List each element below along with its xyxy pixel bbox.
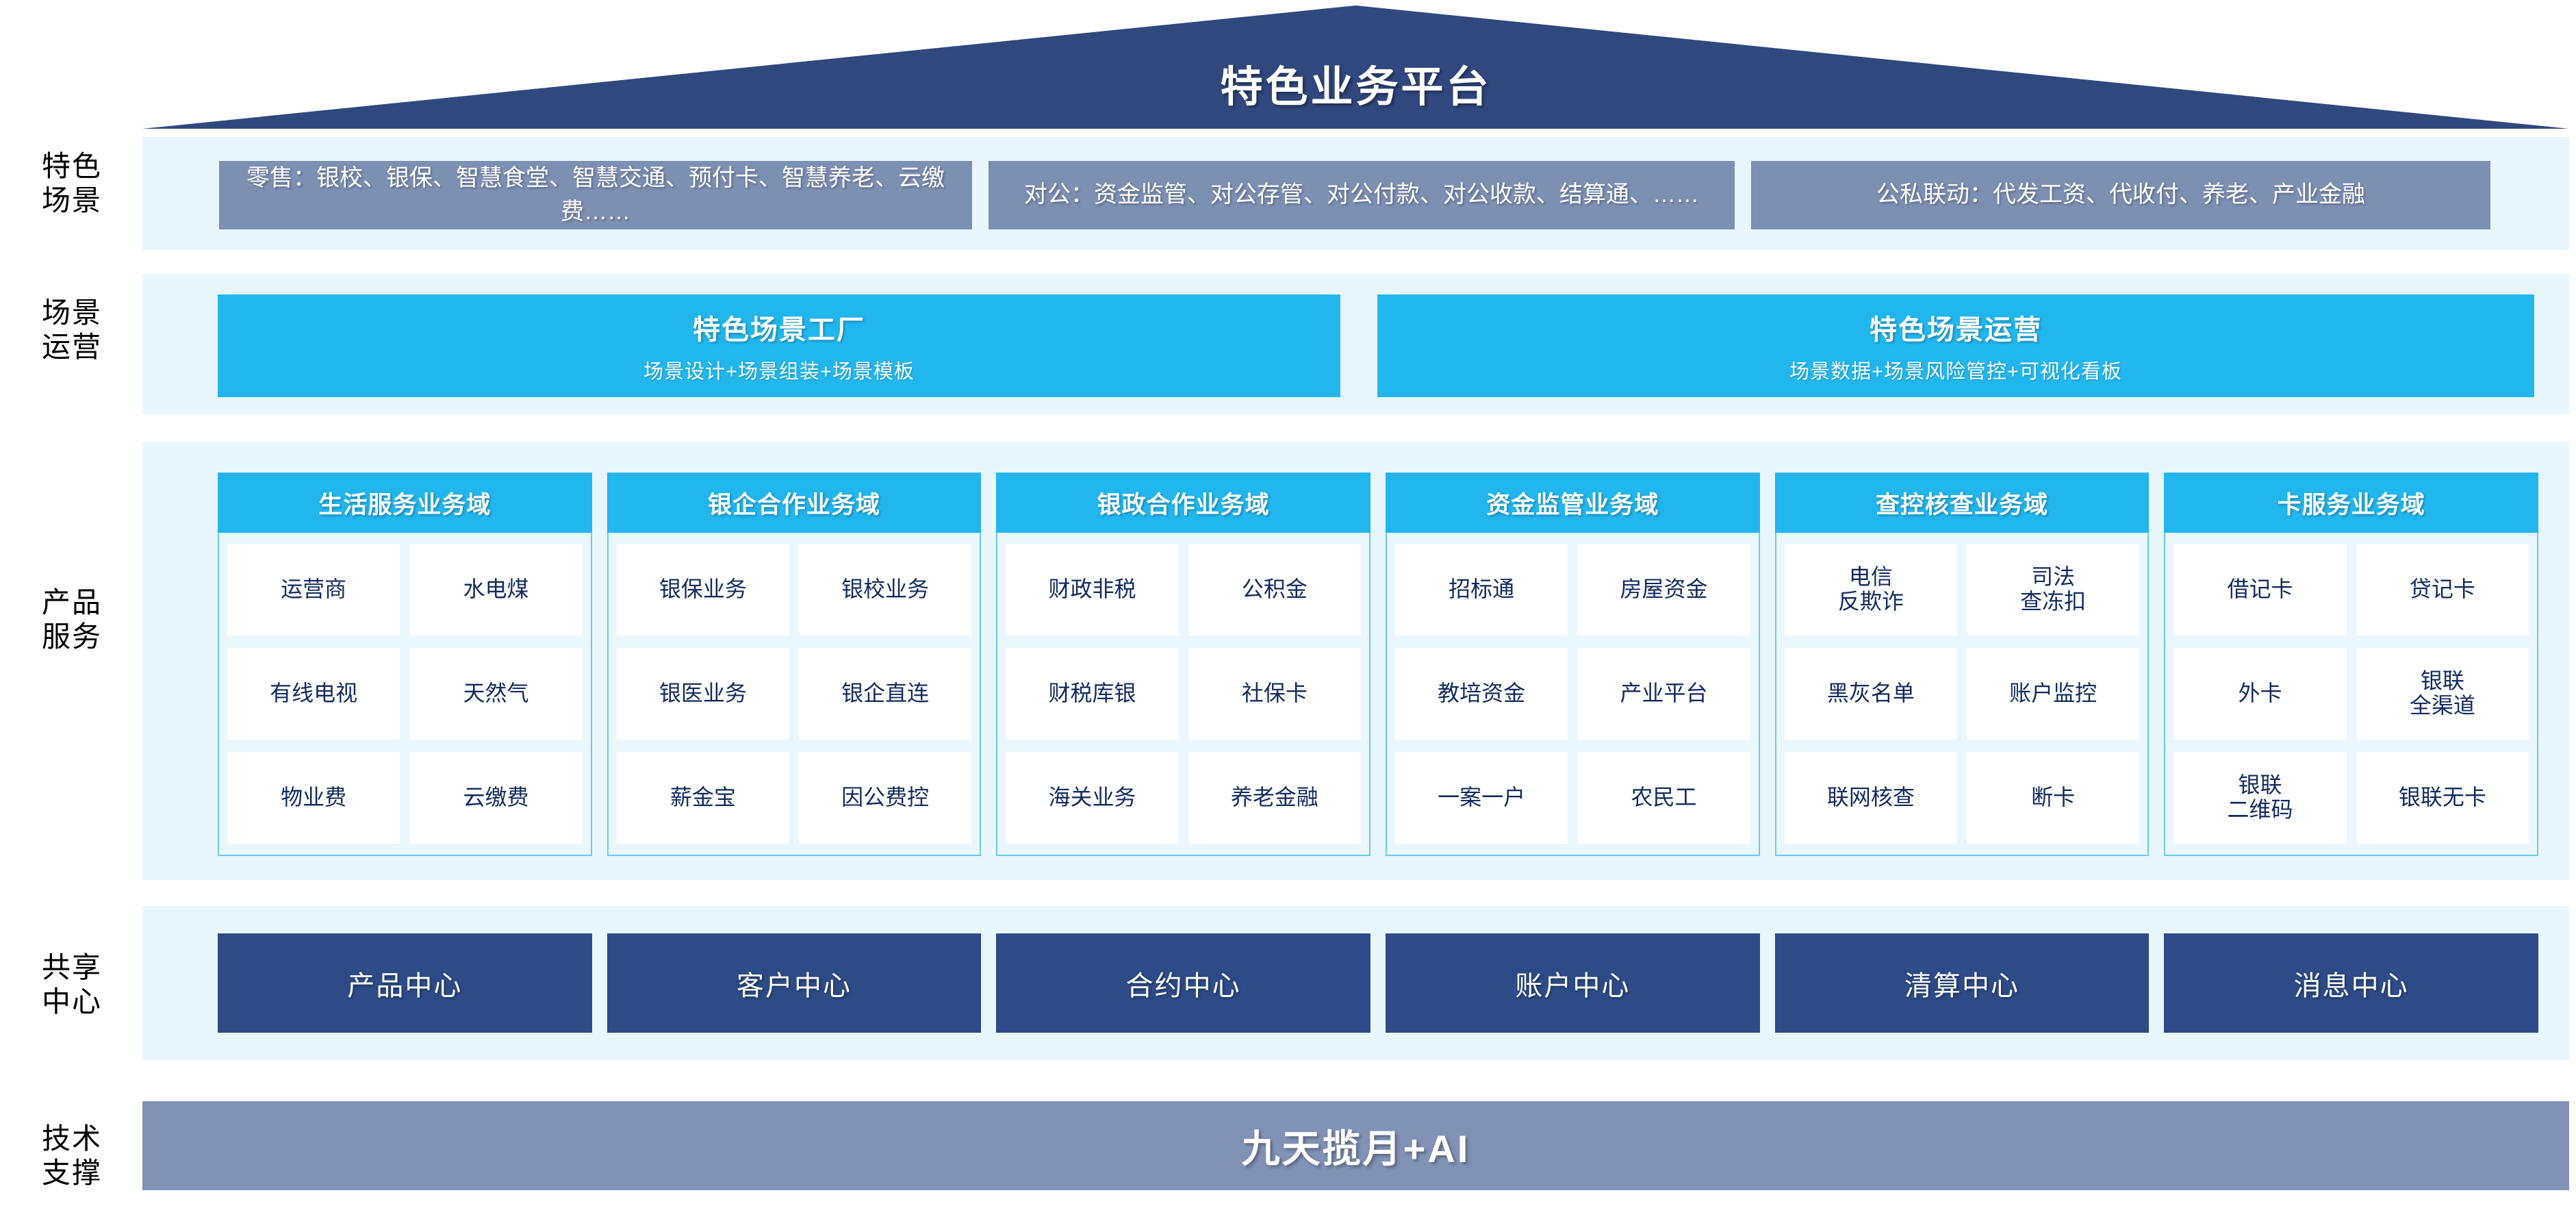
domain-title: 生活服务业务域 xyxy=(218,473,592,533)
domain-cards: 生活服务业务域 运营商 水电煤 有线电视 天然气 物业费 云缴费 银企合作业务域… xyxy=(218,473,2539,856)
domain-items: 银保业务 银校业务 银医业务 银企直连 薪金宝 因公费控 xyxy=(607,533,982,856)
domain-item[interactable]: 财政非税 xyxy=(1006,544,1179,636)
domain-items: 电信 反欺诈 司法 查冻扣 黑灰名单 账户监控 联网核查 断卡 xyxy=(1774,533,2150,856)
row-label-tech: 技术 支撑 xyxy=(41,1122,102,1189)
domain-title: 查控核查业务域 xyxy=(1774,473,2150,533)
shared-center-customer[interactable]: 客户中心 xyxy=(607,933,982,1033)
shared-center-product[interactable]: 产品中心 xyxy=(218,933,592,1033)
operation-boxes: 特色场景工厂 场景设计+场景组装+场景模板 特色场景运营 场景数据+场景风险管控… xyxy=(218,294,2538,397)
domain-item[interactable]: 黑灰名单 xyxy=(1784,648,1958,740)
domain-card-bank-enterprise[interactable]: 银企合作业务域 银保业务 银校业务 银医业务 银企直连 薪金宝 因公费控 xyxy=(607,473,982,856)
domain-item[interactable]: 银联无卡 xyxy=(2356,752,2529,844)
domain-item[interactable]: 银联 全渠道 xyxy=(2356,648,2529,740)
operation-box-operating[interactable]: 特色场景运营 场景数据+场景风险管控+可视化看板 xyxy=(1377,294,2534,397)
domain-item[interactable]: 司法 查冻扣 xyxy=(1967,544,2140,636)
domain-item[interactable]: 因公费控 xyxy=(799,752,972,844)
row-label-shared: 共享 中心 xyxy=(41,951,102,1018)
domain-title: 资金监管业务域 xyxy=(1386,473,1760,533)
row-label-scene: 特色 场景 xyxy=(41,150,102,216)
operation-box-factory[interactable]: 特色场景工厂 场景设计+场景组装+场景模板 xyxy=(218,294,1340,397)
scene-box-linkage[interactable]: 公私联动：代发工资、代收付、养老、产业金融 xyxy=(1751,161,2490,229)
domain-item[interactable]: 财税库银 xyxy=(1006,648,1179,740)
domain-item[interactable]: 银企直连 xyxy=(799,648,972,740)
domain-item[interactable]: 运营商 xyxy=(227,544,400,636)
domain-card-investigation[interactable]: 查控核查业务域 电信 反欺诈 司法 查冻扣 黑灰名单 账户监控 联网核查 断卡 xyxy=(1774,473,2150,856)
shared-center-contract[interactable]: 合约中心 xyxy=(996,933,1371,1033)
domain-item[interactable]: 账户监控 xyxy=(1967,648,2140,740)
domain-item[interactable]: 水电煤 xyxy=(409,544,583,636)
domain-item[interactable]: 联网核查 xyxy=(1784,752,1958,844)
shared-center-boxes: 产品中心 客户中心 合约中心 账户中心 清算中心 消息中心 xyxy=(218,933,2539,1033)
scene-box-corporate[interactable]: 对公：资金监管、对公存管、对公付款、对公收款、结算通、…… xyxy=(989,161,1735,229)
tech-support-bar[interactable]: 九天揽月+AI xyxy=(142,1101,2569,1190)
domain-item[interactable]: 社保卡 xyxy=(1188,648,1362,740)
domain-item[interactable]: 房屋资金 xyxy=(1577,544,1750,636)
domain-item[interactable]: 银医业务 xyxy=(616,648,789,740)
shared-center-account[interactable]: 账户中心 xyxy=(1386,933,1760,1033)
domain-items: 借记卡 贷记卡 外卡 银联 全渠道 银联 二维码 银联无卡 xyxy=(2164,533,2539,856)
domain-items: 运营商 水电煤 有线电视 天然气 物业费 云缴费 xyxy=(218,533,592,856)
shared-center-message[interactable]: 消息中心 xyxy=(2164,933,2539,1033)
domain-items: 财政非税 公积金 财税库银 社保卡 海关业务 养老金融 xyxy=(996,533,1371,856)
domain-item[interactable]: 有线电视 xyxy=(227,648,400,740)
shared-center-clearing[interactable]: 清算中心 xyxy=(1774,933,2150,1033)
domain-item[interactable]: 天然气 xyxy=(409,648,583,740)
domain-item[interactable]: 断卡 xyxy=(1967,752,2140,844)
domain-item[interactable]: 公积金 xyxy=(1188,544,1362,636)
scene-box-retail[interactable]: 零售：银校、银保、智慧食堂、智慧交通、预付卡、智慧养老、云缴费…… xyxy=(219,161,972,229)
domain-title: 卡服务业务域 xyxy=(2164,473,2539,533)
domain-card-fund-supervision[interactable]: 资金监管业务域 招标通 房屋资金 教培资金 产业平台 一案一户 农民工 xyxy=(1386,473,1760,856)
domain-item[interactable]: 养老金融 xyxy=(1188,752,1362,844)
domain-item[interactable]: 贷记卡 xyxy=(2356,544,2529,636)
domain-item[interactable]: 薪金宝 xyxy=(616,752,789,844)
domain-item[interactable]: 外卡 xyxy=(2173,648,2347,740)
domain-card-life-service[interactable]: 生活服务业务域 运营商 水电煤 有线电视 天然气 物业费 云缴费 xyxy=(218,473,592,856)
domain-item[interactable]: 银保业务 xyxy=(616,544,789,636)
operation-title: 特色场景运营 xyxy=(1870,315,2042,345)
domain-item[interactable]: 借记卡 xyxy=(2173,544,2347,636)
domain-card-bank-government[interactable]: 银政合作业务域 财政非税 公积金 财税库银 社保卡 海关业务 养老金融 xyxy=(996,473,1371,856)
platform-header: 特色业务平台 xyxy=(142,5,2569,129)
scene-boxes: 零售：银校、银保、智慧食堂、智慧交通、预付卡、智慧养老、云缴费…… 对公：资金监… xyxy=(219,161,2533,229)
domain-item[interactable]: 一案一户 xyxy=(1395,752,1568,844)
domain-title: 银企合作业务域 xyxy=(607,473,982,533)
domain-item[interactable]: 银校业务 xyxy=(799,544,972,636)
operation-subtitle: 场景设计+场景组装+场景模板 xyxy=(643,361,915,383)
domain-item[interactable]: 云缴费 xyxy=(409,752,583,844)
domain-title: 银政合作业务域 xyxy=(996,473,1371,533)
row-label-operation: 场景 运营 xyxy=(41,297,102,363)
domain-item[interactable]: 农民工 xyxy=(1577,752,1750,844)
row-label-product: 产品 服务 xyxy=(41,586,102,653)
domain-card-card-service[interactable]: 卡服务业务域 借记卡 贷记卡 外卡 银联 全渠道 银联 二维码 银联无卡 xyxy=(2164,473,2539,856)
page-title: 特色业务平台 xyxy=(1220,64,1492,111)
domain-items: 招标通 房屋资金 教培资金 产业平台 一案一户 农民工 xyxy=(1386,533,1760,856)
domain-item[interactable]: 海关业务 xyxy=(1006,752,1179,844)
operation-subtitle: 场景数据+场景风险管控+可视化看板 xyxy=(1789,361,2122,383)
domain-item[interactable]: 物业费 xyxy=(227,752,400,844)
domain-item[interactable]: 招标通 xyxy=(1395,544,1568,636)
operation-title: 特色场景工厂 xyxy=(693,315,865,345)
domain-item[interactable]: 教培资金 xyxy=(1395,648,1568,740)
domain-item[interactable]: 电信 反欺诈 xyxy=(1784,544,1958,636)
domain-item[interactable]: 银联 二维码 xyxy=(2173,752,2347,844)
domain-item[interactable]: 产业平台 xyxy=(1577,648,1750,740)
